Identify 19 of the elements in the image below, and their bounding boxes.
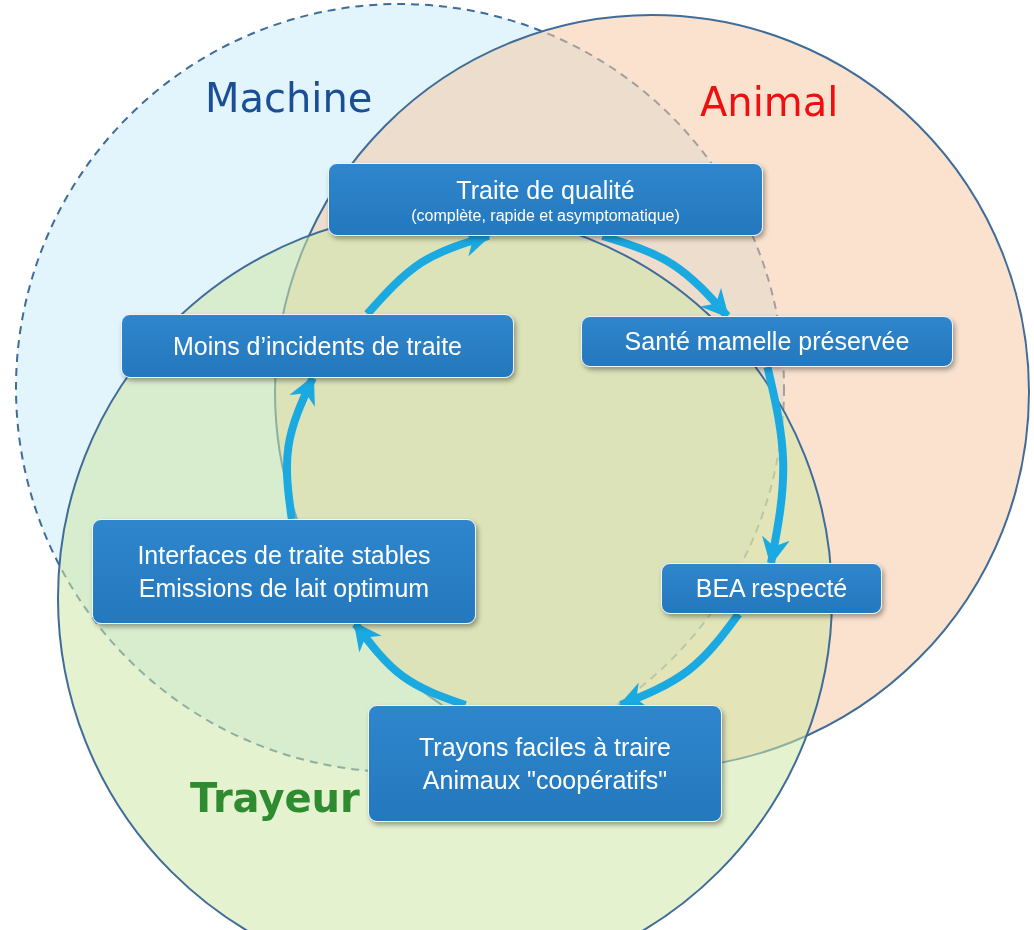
process-box — [92, 519, 476, 624]
process-box — [368, 705, 722, 822]
circle-label: Animal — [700, 82, 839, 122]
process-box — [581, 316, 953, 367]
box-text: Trayons faciles à traire — [419, 732, 671, 763]
curved-arrow — [282, 375, 317, 520]
box-text: Traite de qualité — [456, 174, 635, 206]
box-text: (complète, rapide et asymptomatique) — [411, 206, 680, 226]
box-text: BEA respecté — [695, 573, 848, 605]
box-text: Emissions de lait optimum — [138, 572, 430, 604]
curved-arrow — [762, 366, 790, 566]
box-text: Animaux "coopératifs" — [422, 764, 668, 796]
process-box — [328, 163, 763, 236]
circle-label: Machine — [205, 78, 373, 118]
box-text: Interfaces de traite stables — [137, 540, 431, 571]
box-text: Moins d’incidents de traite — [172, 330, 462, 362]
process-box — [121, 314, 514, 378]
process-box — [661, 563, 882, 614]
box-text: Santé mamelle préservée — [624, 326, 910, 358]
